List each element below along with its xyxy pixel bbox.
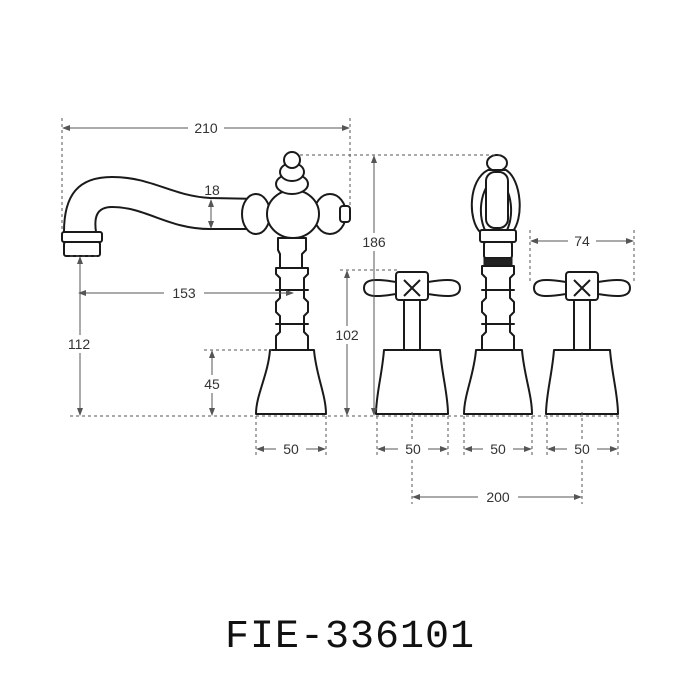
dim-label-base-width-2: 50 (405, 441, 421, 457)
right-handle-hub (565, 271, 599, 301)
left-handle-stem (403, 299, 421, 351)
dimension-lines (62, 125, 634, 500)
spout-outlet (63, 241, 101, 257)
extension-lines (61, 118, 635, 504)
dim-label-handle-span: 74 (574, 233, 590, 249)
right-handle-lever-right (597, 278, 631, 298)
right-handle-stem (573, 299, 591, 351)
spout-bell-base (255, 349, 327, 415)
left-handle-lever-right (427, 278, 461, 298)
dim-label-handle-height: 102 (335, 327, 359, 343)
spout (63, 176, 263, 233)
right-handle-bell-base (545, 349, 619, 415)
mixer-lever-body (485, 171, 509, 229)
dim-label-spout-projection: 153 (172, 285, 196, 301)
mixer-bell-base (463, 349, 533, 415)
spout-hub-right-cap (339, 205, 351, 223)
right-cross-handle (533, 271, 631, 415)
dim-label-base-width-4: 50 (574, 441, 590, 457)
left-handle-lever-left (363, 278, 397, 298)
model-code: FIE-336101 (224, 615, 476, 660)
spout-column-upper (277, 237, 307, 269)
dim-label-spout-reach: 210 (194, 120, 218, 136)
mixer-finial (486, 154, 508, 172)
mixer-assembly (463, 154, 533, 415)
dim-label-spout-height: 112 (68, 336, 91, 352)
left-handle-hub (395, 271, 429, 301)
mixer-neck (483, 241, 513, 259)
dim-label-handle-spacing: 200 (486, 489, 510, 505)
left-cross-handle (363, 271, 461, 415)
spout-column (275, 267, 309, 351)
right-handle-cross-icon (573, 279, 591, 297)
dim-label-spout-thickness: 18 (204, 182, 220, 198)
dimension-labels: 210 18 186 153 112 45 102 74 50 50 50 50… (56, 119, 597, 506)
dim-label-base-width-1: 50 (283, 441, 299, 457)
dim-label-total-height: 186 (362, 234, 386, 250)
top-finial-tip (283, 151, 301, 169)
mixer-ring (483, 257, 513, 267)
spout-aerator (61, 231, 103, 243)
left-handle-cross-icon (403, 279, 421, 297)
spout-hub (266, 189, 320, 239)
mixer-collar (479, 229, 517, 243)
dim-label-base-height: 45 (204, 376, 220, 392)
right-handle-lever-left (533, 278, 567, 298)
dim-label-base-width-3: 50 (490, 441, 506, 457)
left-handle-bell-base (375, 349, 449, 415)
mixer-column (481, 265, 515, 351)
spout-hub-left-knob (241, 193, 271, 235)
